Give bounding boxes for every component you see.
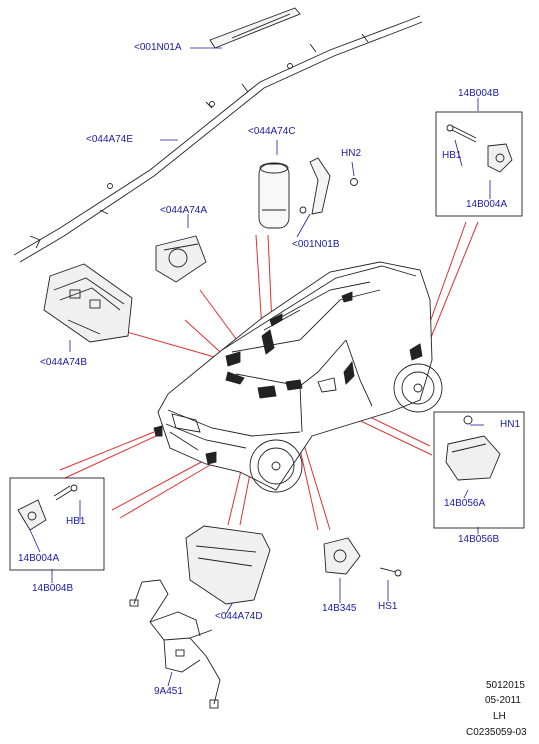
label-14B345: 14B345 — [322, 603, 357, 614]
label-14B004B-top: 14B004B — [458, 88, 500, 99]
inset-boxes — [9, 111, 525, 571]
clockspring-drawing — [323, 537, 402, 577]
control-module-drawing — [445, 415, 501, 481]
side-sensor-drawing — [446, 124, 513, 173]
footer-side: LH — [493, 711, 506, 722]
label-HN2: HN2 — [341, 148, 362, 159]
label-HB1-left: HB1 — [66, 516, 86, 527]
side-airbag-drawing — [258, 162, 290, 229]
label-044A74B: <044A74B — [40, 357, 87, 368]
label-14B004A-top: 14B004A — [466, 199, 508, 210]
label-14B004B-left: 14B004B — [32, 583, 74, 594]
passenger-airbag-drawing — [43, 263, 133, 343]
curtain-airbag-drawing — [13, 7, 423, 263]
vehicle-drawing — [153, 261, 443, 493]
label-9A451: 9A451 — [154, 686, 183, 697]
label-001N01A: <001N01A — [134, 42, 182, 53]
label-14B004A-left: 14B004A — [18, 553, 60, 564]
label-HS1: HS1 — [378, 601, 398, 612]
footer-date: 05-2011 — [485, 695, 521, 706]
harness-drawing — [129, 579, 221, 709]
label-HN1: HN1 — [500, 419, 521, 430]
driver-airbag-drawing — [155, 235, 207, 283]
label-044A74D: <044A74D — [215, 611, 263, 622]
label-14B056A: 14B056A — [444, 498, 486, 509]
label-044A74C: <044A74C — [248, 126, 296, 137]
knee-airbag-drawing — [185, 525, 271, 605]
line-art — [13, 7, 513, 709]
label-14B056B: 14B056B — [458, 534, 500, 545]
front-sensor-drawing — [17, 484, 78, 531]
footer-illustration-id: C0235059-03 — [466, 727, 527, 738]
bracket-drawing — [299, 157, 358, 215]
label-001N01B: <001N01B — [292, 239, 340, 250]
label-044A74A: <044A74A — [160, 205, 207, 216]
footer-code: 5012015 — [486, 680, 525, 691]
label-044A74E: <044A74E — [86, 134, 133, 145]
label-HB1-top: HB1 — [442, 150, 462, 161]
